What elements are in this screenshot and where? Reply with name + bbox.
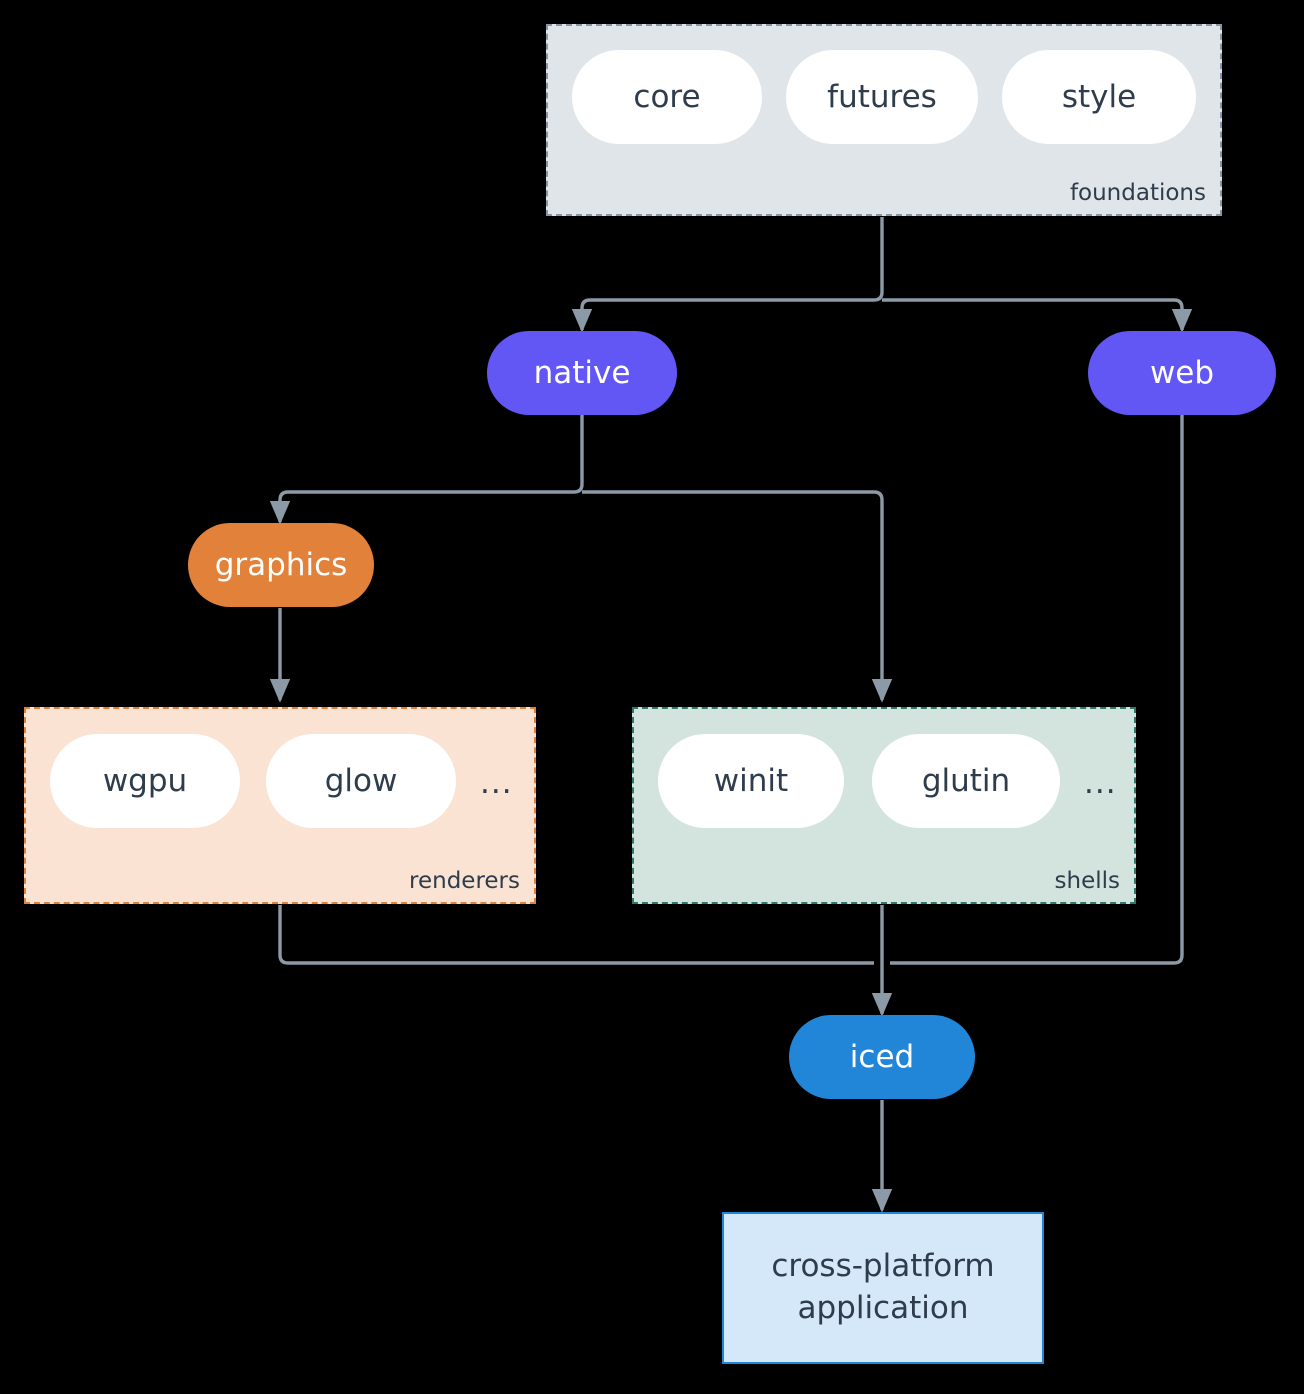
pill-winit[interactable]: winit: [658, 734, 844, 828]
node-iced-label: iced: [849, 1039, 915, 1075]
node-native-label: native: [533, 355, 631, 391]
pill-style[interactable]: style: [1002, 50, 1196, 144]
pill-glow[interactable]: glow: [266, 734, 456, 828]
node-graphics-label: graphics: [214, 547, 348, 583]
cluster-foundations-label: foundations: [1069, 180, 1206, 206]
application-line-2: application: [797, 1290, 969, 1326]
pill-futures[interactable]: futures: [786, 50, 978, 144]
application-line-1: cross-platform: [771, 1248, 995, 1285]
edge-foundations-web: [881, 298, 1193, 333]
node-web-label: web: [1149, 355, 1215, 391]
cluster-renderers-label: renderers: [409, 868, 520, 894]
pill-winit-label: winit: [713, 763, 789, 799]
node-native[interactable]: native: [487, 331, 677, 415]
renderers-ellipsis: ...: [480, 765, 513, 801]
node-application[interactable]: cross-platform application: [722, 1212, 1044, 1364]
shells-ellipsis: ...: [1084, 765, 1117, 801]
pill-wgpu-label: wgpu: [102, 763, 188, 799]
pill-style-label: style: [1061, 79, 1137, 115]
pill-glow-label: glow: [324, 763, 398, 799]
edge-renderers-iced: [278, 905, 874, 965]
pill-core-label: core: [633, 79, 701, 115]
cluster-shells-label: shells: [1054, 868, 1120, 894]
edge-native-shells: [581, 490, 893, 703]
edge-foundations-native: [571, 217, 884, 333]
node-iced[interactable]: iced: [789, 1015, 975, 1099]
pill-core[interactable]: core: [572, 50, 762, 144]
pill-glutin-label: glutin: [921, 763, 1011, 799]
pill-wgpu[interactable]: wgpu: [50, 734, 240, 828]
node-graphics[interactable]: graphics: [188, 523, 374, 607]
pill-futures-label: futures: [827, 79, 937, 115]
edge-native-graphics: [269, 415, 584, 525]
node-web[interactable]: web: [1088, 331, 1276, 415]
pill-glutin[interactable]: glutin: [872, 734, 1060, 828]
